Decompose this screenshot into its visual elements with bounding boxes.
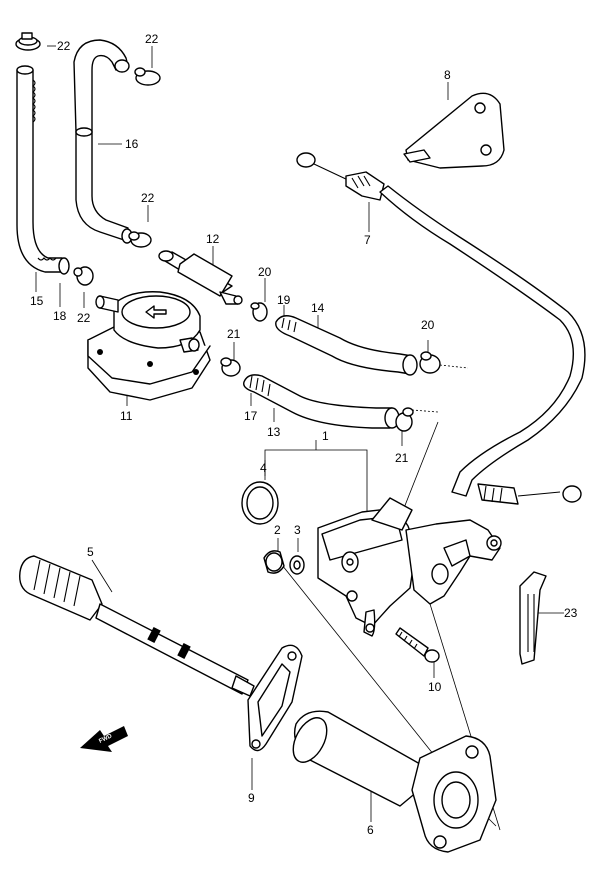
callout-5: 5 [87,545,94,559]
callout-17: 17 [244,409,258,423]
callout-9: 9 [248,791,255,805]
callout-22-left: 22 [77,311,91,325]
callout-13: 13 [267,425,281,439]
callout-20-upper: 20 [258,265,272,279]
clip-23 [519,571,547,665]
callout-22-top-left: 22 [57,39,71,53]
callout-21-right: 21 [395,451,409,465]
bracket-8 [403,92,505,169]
washer-3 [289,555,305,575]
callout-19: 19 [277,293,291,307]
callout-10: 10 [428,680,442,694]
hose-16 [73,39,133,244]
clamp-21-upper [220,357,241,377]
callout-7: 7 [364,233,371,247]
clamp-22-top [134,67,161,86]
callout-12: 12 [206,232,220,246]
callout-16: 16 [125,137,139,151]
cable-7 [296,152,586,505]
callout-1: 1 [322,429,329,443]
callout-14: 14 [311,301,325,315]
callout-4: 4 [260,461,267,475]
callout-labels: 1 2 3 4 5 6 7 8 9 10 11 12 13 14 15 16 1… [30,32,578,837]
callout-18: 18 [53,309,67,323]
callout-20-right: 20 [421,318,435,332]
callout-21-upper: 21 [227,327,241,341]
screw-2 [263,550,285,574]
hose-14 [275,315,418,376]
hose-13 [243,374,400,429]
hose-15 [16,65,70,275]
callout-22-top: 22 [145,32,159,46]
shaft-5 [19,555,255,697]
callout-2: 2 [274,523,281,537]
clamp-22-mid [128,231,152,248]
clamp-22-left [73,266,94,286]
connector-12 [158,250,243,305]
bolt-10 [395,627,440,663]
callout-22-mid: 22 [141,191,155,205]
callout-11: 11 [120,409,133,423]
clamp-20-upper [250,302,268,322]
fuel-pump-11 [87,291,211,401]
o-ring-4 [241,481,279,525]
callout-3: 3 [294,523,301,537]
gasket-9 [247,644,303,752]
fwd-arrow-icon: FWD [80,726,128,752]
carburetor-1 [317,497,502,637]
callout-8: 8 [444,68,451,82]
clamp-22-top-left [15,32,41,51]
callout-15: 15 [30,294,44,308]
clamp-20-right [419,351,441,374]
clamp-21-right [395,407,414,432]
intake-pipe-6 [292,710,497,853]
callout-23: 23 [564,606,578,620]
fwd-label: FWD [98,733,114,745]
callout-6: 6 [367,823,374,837]
